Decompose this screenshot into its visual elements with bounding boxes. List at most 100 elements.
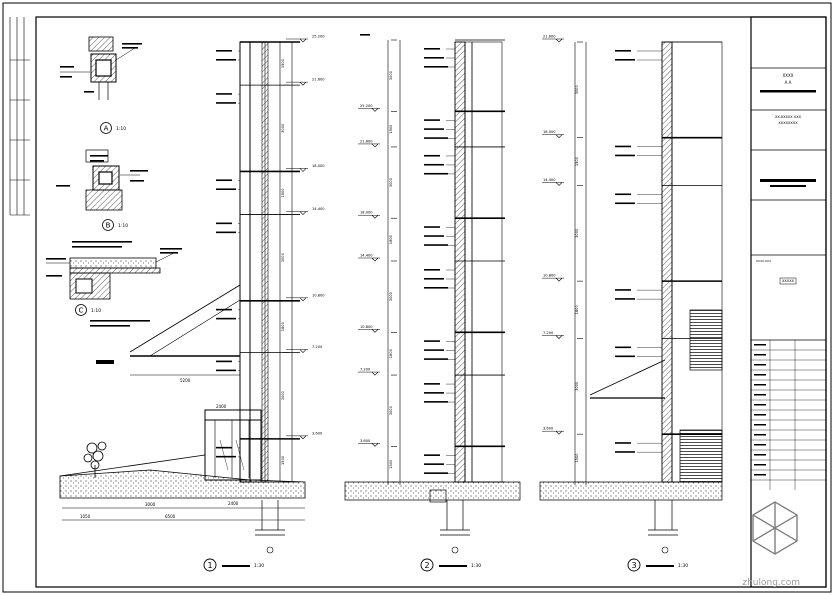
detail-a-id: A [104,125,109,133]
section-1-scale: 1:30 [254,563,264,569]
title-block-row-mark [754,354,766,356]
dim-height: 3000 [389,177,393,187]
title-block: XXXX A A XX-XXXXX XXX XXXXXXXX XXXX-XXX … [742,16,827,588]
dim-height: 1500 [575,453,579,463]
s1-canopy-dim: 5200 [180,378,191,383]
detail-a-marker [100,122,112,134]
section-1-ground [59,469,306,499]
s1-bottom-dim-1: 1050 [80,514,91,519]
note-line [615,50,631,52]
note-line [424,66,448,68]
detail-b: B 1:10 [56,149,148,231]
section-2-wall [454,41,466,483]
drawing-name: XXXXX [782,279,795,283]
dim-height: 1800 [575,305,579,315]
note-line [424,401,448,403]
elevation-value: 3.600 [543,427,554,431]
elevation-mark-icon [371,257,379,262]
note-line [216,222,232,225]
elevation-value: 7.200 [543,331,554,335]
elevation-mark-icon [555,134,563,139]
binding-strip [9,17,30,216]
elevation-mark-icon [299,349,307,354]
note-line [424,287,448,289]
section-3-id: 3 [631,561,636,570]
note-line [615,346,631,349]
title-block-row-mark [754,374,766,376]
note-line [216,308,232,311]
note-line [216,369,236,372]
note-line [615,193,631,196]
note-line [216,446,232,449]
title-block-row-mark [754,434,766,436]
elevation-mark-icon [555,277,563,282]
section-1-notes [216,50,240,458]
elevation-value: 18.000 [312,164,325,168]
tree-icon [83,441,107,478]
title-block-rows [751,340,826,490]
title-block-row-mark [754,344,766,346]
section-1-entrance [204,409,262,481]
note-line [216,59,236,61]
dim-height: 3000 [281,252,285,262]
elevation-value: 18.000 [360,211,373,215]
note-line [424,463,444,465]
dim-height: 1800 [389,348,393,358]
s1-top-dim-1: 2400 [216,404,227,409]
detail-a-notes [60,43,142,93]
note-line [424,235,444,237]
company-sub: A A [785,80,792,85]
elevation-value: 25.200 [312,35,325,39]
elevation-mark-icon [299,297,307,302]
note-line [424,278,444,280]
elevation-mark-icon [299,435,307,440]
elevation-mark-icon [371,108,379,112]
detail-c: C 1:10 [46,241,182,327]
section-3-notes [615,50,662,453]
section-1-marker [203,558,217,572]
section-2-id: 2 [424,561,429,570]
title-block-row-mark [754,394,766,396]
section-2-scale: 1:30 [471,563,481,569]
s1-top-dim-2: 2400 [228,501,239,506]
elevation-value: 10.800 [360,325,373,329]
elevation-mark-icon [299,211,307,215]
elevation-mark-icon [555,182,563,186]
elevation-value: 7.200 [312,345,323,349]
elevation-value: 25.200 [360,104,373,108]
title-block-row-mark [754,424,766,426]
drawing-no: XXXX-XXX [756,259,771,263]
note-line [615,289,631,291]
watermark-text: zhulong.com [742,578,800,588]
note-line [424,128,444,130]
note-line [424,340,440,342]
note-line [424,137,448,139]
dim-height: 3000 [389,291,393,301]
note-line [615,59,635,61]
elevation-mark-icon [371,329,379,333]
note-line [615,451,635,453]
title-block-row-mark [754,404,766,406]
note-line [424,472,448,474]
note-line [615,298,635,300]
elevation-value: 14.400 [312,207,325,211]
title-block-row-mark [754,444,766,446]
detail-a-scale: 1:10 [116,126,126,132]
note-line [216,360,232,363]
detail-a: A 1:10 [60,36,142,134]
elevation-mark-icon [371,371,379,376]
detail-c-scale: 1:10 [91,308,101,314]
note-line [424,454,440,456]
detail-b-id: B [106,222,111,230]
elevation-mark-icon [555,430,563,435]
note-line [424,383,440,385]
elevation-value: 14.400 [360,254,373,258]
elevation-value: 14.400 [543,178,556,182]
